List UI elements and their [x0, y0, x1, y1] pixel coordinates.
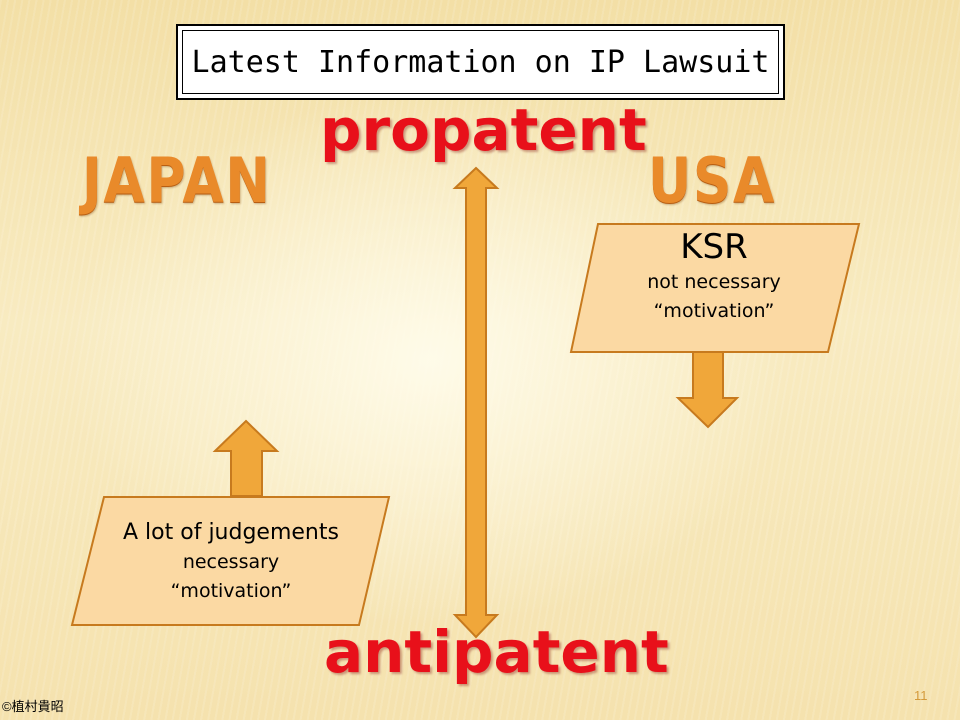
copyright-text: ©植村貴昭: [2, 699, 64, 714]
japan-box-line-1: necessary: [182, 551, 280, 573]
propatent-label: propatent: [320, 96, 647, 164]
up-arrow: [212, 419, 280, 497]
slide-title: Latest Information on IP Lawsuit: [191, 44, 770, 80]
ksr-box-shape: [569, 223, 861, 353]
ksr-title: KSR: [680, 227, 748, 267]
ksr-box: KSR not necessary “motivation”: [598, 226, 830, 326]
japan-box-line-2: “motivation”: [170, 580, 292, 602]
ksr-line-2: “motivation”: [653, 300, 775, 322]
double-arrow: [452, 166, 500, 639]
page-number: 11: [914, 688, 928, 703]
japan-box-shape: [70, 496, 391, 626]
japan-heading: JAPAN: [82, 144, 272, 217]
antipatent-label: antipatent: [324, 618, 669, 686]
japan-box-title: A lot of judgements: [123, 520, 339, 545]
title-inner-frame: Latest Information on IP Lawsuit: [182, 30, 779, 94]
title-box: Latest Information on IP Lawsuit: [176, 24, 785, 100]
japan-box: A lot of judgements necessary “motivatio…: [96, 518, 366, 606]
usa-heading: USA: [648, 144, 777, 217]
ksr-line-1: not necessary: [647, 271, 781, 293]
down-arrow: [675, 351, 740, 429]
